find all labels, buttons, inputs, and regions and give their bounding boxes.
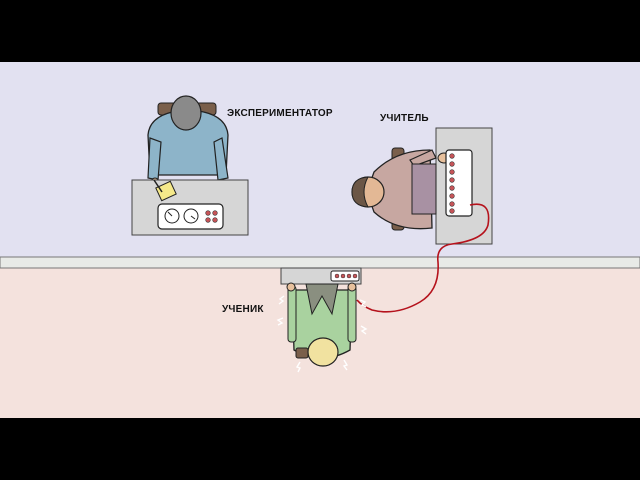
shock-switch <box>449 153 455 159</box>
electrode-light <box>352 273 358 279</box>
electrode-light <box>334 273 340 279</box>
learner-table <box>280 267 362 285</box>
shock-generator <box>445 149 473 217</box>
teacher-label: УЧИТЕЛЬ <box>380 113 429 124</box>
learner-right-arm <box>347 285 357 343</box>
experimenter-figure <box>147 95 229 189</box>
clock-dial-icon <box>183 208 199 224</box>
learner-legs <box>305 283 339 316</box>
learner-left-hand <box>286 282 296 292</box>
teacher-lap <box>411 163 437 215</box>
dividing-wall <box>0 256 640 269</box>
learner-left-arm <box>287 285 297 343</box>
spark <box>360 325 368 335</box>
teacher-hair <box>351 176 369 208</box>
device-button <box>212 210 218 216</box>
device-button <box>212 217 218 223</box>
electrode-panel-icon <box>330 270 360 282</box>
bottom-letterbox <box>0 418 640 480</box>
shock-switch <box>449 177 455 183</box>
shock-switch <box>449 193 455 199</box>
shock-switch <box>449 161 455 167</box>
experimenter-label: ЭКСПЕРИМЕНТАТОР <box>227 108 333 119</box>
top-letterbox <box>0 0 640 62</box>
learner-figure <box>276 282 368 373</box>
experimenter-head <box>170 95 202 131</box>
electrode-light <box>340 273 346 279</box>
learner-chair <box>295 347 309 359</box>
shock-switch <box>449 169 455 175</box>
spark <box>276 317 284 326</box>
switch-panel-icon <box>445 149 473 217</box>
spark <box>342 359 349 371</box>
shock-switch <box>449 208 455 214</box>
clock-dial-icon <box>164 208 180 224</box>
experimenter-table <box>131 179 249 236</box>
learner-label: УЧЕНИК <box>222 304 264 315</box>
shock-switch <box>449 201 455 207</box>
spark <box>359 299 367 308</box>
spark <box>278 295 285 305</box>
pen <box>153 179 163 193</box>
shock-switch <box>449 185 455 191</box>
learner-head <box>307 337 339 367</box>
experimenter-left-arm <box>147 137 162 181</box>
notepad <box>155 180 177 202</box>
teacher-figure <box>351 147 451 231</box>
electrode-light <box>346 273 352 279</box>
shock-wire <box>356 203 490 313</box>
learner-right-hand <box>347 282 357 292</box>
upper-room <box>0 62 640 258</box>
spark <box>295 361 301 373</box>
device-button <box>205 217 211 223</box>
device-button <box>205 210 211 216</box>
